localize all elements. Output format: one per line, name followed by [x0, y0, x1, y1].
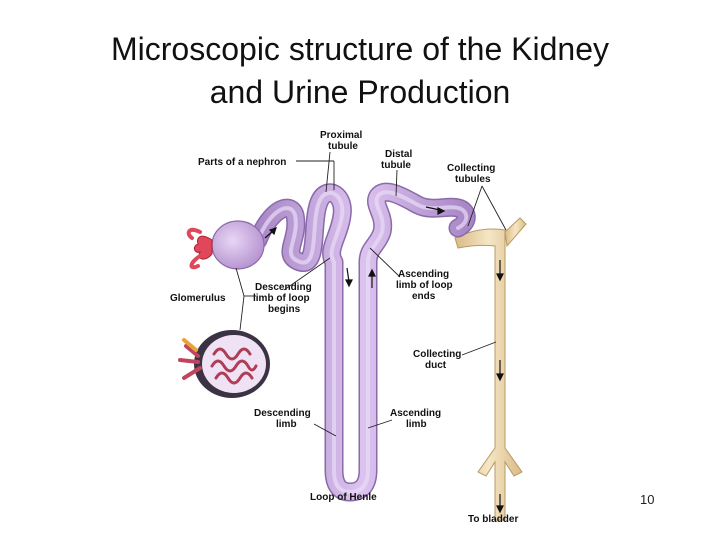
label-ascending-loop-3: ends — [412, 291, 436, 302]
label-loop-of-henle: Loop of Henle — [310, 492, 377, 503]
label-descending-limb-1: Descending — [254, 408, 311, 419]
slide-title: Microscopic structure of the Kidney and … — [0, 28, 720, 114]
label-collecting-tubules-1: Collecting — [447, 163, 495, 174]
collecting-duct — [454, 217, 527, 521]
glomerulus-detail — [178, 330, 270, 398]
flow-arrows — [264, 206, 504, 514]
title-line-2: and Urine Production — [209, 74, 511, 110]
label-proximal-1: Proximal — [320, 130, 362, 141]
page-number: 10 — [640, 492, 655, 507]
label-to-bladder: To bladder — [468, 514, 518, 525]
label-ascending-loop-2: limb of loop — [396, 280, 453, 291]
label-distal-1: Distal — [385, 149, 412, 160]
label-ascending-limb-1: Ascending — [390, 408, 441, 419]
label-proximal-2: tubule — [328, 141, 358, 152]
label-descending-loop-3: begins — [268, 304, 301, 315]
label-ascending-loop-1: Ascending — [398, 269, 449, 280]
renal-tubule — [248, 182, 476, 502]
leader-lines — [235, 151, 507, 437]
diagram-labels: Proximal tubule Distal tubule Collecting… — [170, 130, 518, 525]
label-descending-limb-2: limb — [276, 419, 297, 430]
label-glomerulus: Glomerulus — [170, 293, 226, 304]
label-collecting-duct-2: duct — [425, 360, 447, 371]
label-ascending-limb-2: limb — [406, 419, 427, 430]
label-distal-2: tubule — [381, 160, 411, 171]
label-descending-loop-1: Descending — [255, 282, 312, 293]
label-collecting-tubules-2: tubules — [455, 174, 491, 185]
title-line-1: Microscopic structure of the Kidney — [111, 31, 609, 67]
label-collecting-duct-1: Collecting — [413, 349, 461, 360]
label-descending-loop-2: limb of loop — [253, 293, 310, 304]
label-parts-of-nephron: Parts of a nephron — [198, 157, 286, 168]
glomerular-capsule — [186, 220, 265, 270]
